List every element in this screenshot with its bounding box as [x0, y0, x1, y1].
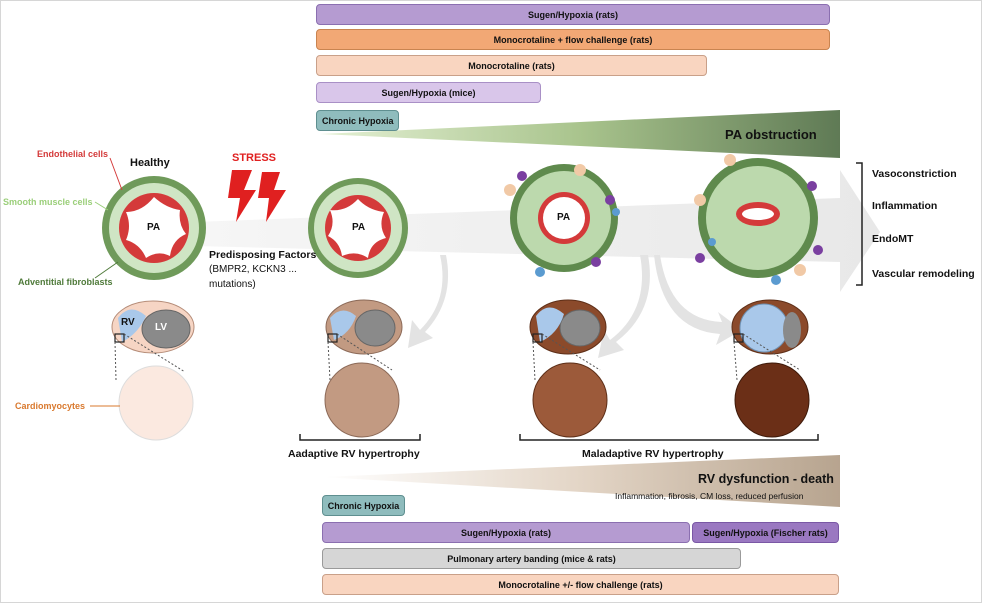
outcome-vasoconstriction: Vasoconstriction	[872, 168, 957, 180]
outcome-vascular-remodeling: Vascular remodeling	[872, 268, 975, 280]
vessel-early	[308, 178, 408, 278]
pa-label-moderate: PA	[557, 212, 571, 223]
outcome-inflammation: Inflammation	[872, 200, 938, 212]
bar-mct-top: Monocrotaline (rats)	[316, 55, 707, 76]
bar-sugen-fischer-rats: Sugen/Hypoxia (Fischer rats)	[692, 522, 839, 543]
adventitial-fibroblasts-label: Adventitial fibroblasts	[18, 277, 113, 287]
bar-sugen-rats-bottom: Sugen/Hypoxia (rats)	[322, 522, 690, 543]
rv-dysfunction-wedge	[322, 455, 840, 507]
pa-label-early: PA	[352, 222, 366, 233]
rv-dysfunction-subtitle: Inflammation, fibrosis, CM loss, reduced…	[615, 491, 804, 501]
vessel-moderate	[504, 164, 620, 277]
bar-chronic-hypoxia-bottom: Chronic Hypoxia	[322, 495, 405, 516]
heart-healthy	[111, 300, 195, 441]
stress-label: STRESS	[232, 152, 277, 164]
heart-maladaptive-1	[529, 299, 608, 438]
smooth-muscle-cells-label: Smooth muscle cells	[3, 197, 93, 207]
bar-sugen-rats-top: Sugen/Hypoxia (rats)	[316, 4, 830, 25]
stress-lightning	[228, 170, 286, 222]
predisposing-line2: mutations)	[209, 279, 256, 290]
outcome-endomt: EndoMT	[872, 233, 914, 245]
rv-label: RV	[121, 317, 135, 328]
pa-obstruction-label: PA obstruction	[725, 127, 817, 142]
cardiomyocytes-label: Cardiomyocytes	[15, 401, 86, 411]
predisposing-title: Predisposing Factors	[209, 249, 317, 261]
pa-obstruction-wedge	[320, 110, 840, 158]
lv-label: LV	[155, 322, 168, 333]
bar-pulmonary-artery-banding: Pulmonary artery banding (mice & rats)	[322, 548, 741, 569]
bar-mct-flow-bottom: Monocrotaline +/- flow challenge (rats)	[322, 574, 839, 595]
maladaptive-rv-hypertrophy-label: Maladaptive RV hypertrophy	[582, 448, 724, 460]
predisposing-line1: (BMPR2, KCKN3 ...	[209, 264, 297, 275]
adaptive-rv-hypertrophy-label: Aadaptive RV hypertrophy	[288, 448, 420, 460]
heart-maladaptive-2	[731, 299, 810, 438]
endothelial-cells-label: Endothelial cells	[37, 149, 109, 159]
bar-mct-flow-top: Monocrotaline + flow challenge (rats)	[316, 29, 830, 50]
heart-adaptive	[324, 299, 403, 438]
vessel-severe	[694, 154, 823, 285]
healthy-title: Healthy	[130, 157, 170, 169]
bar-chronic-hypoxia-top: Chronic Hypoxia	[316, 110, 399, 131]
pa-label-healthy: PA	[147, 222, 161, 233]
rv-dysfunction-title: RV dysfunction - death	[698, 472, 834, 486]
bar-sugen-mice-top: Sugen/Hypoxia (mice)	[316, 82, 541, 103]
healthy-vessel	[102, 176, 206, 280]
